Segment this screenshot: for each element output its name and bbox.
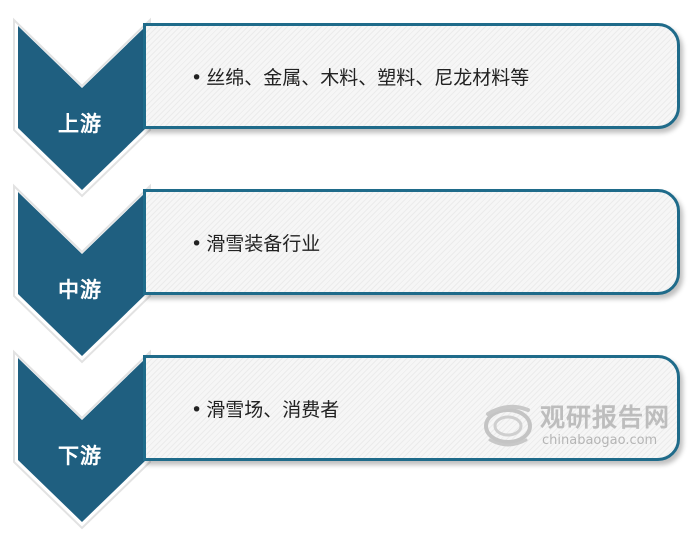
upstream-label: 上游 — [58, 112, 102, 136]
upstream-box: •丝绵、金属、木料、塑料、尼龙材料等 — [143, 23, 680, 129]
upstream-chevron — [0, 8, 160, 208]
downstream-bullet: •滑雪场、消费者 — [191, 395, 339, 422]
watermark-title: 观研报告网 — [540, 403, 671, 432]
bullet-dot: • — [191, 67, 203, 89]
watermark: 观研报告网 chinabaogao.com — [482, 395, 682, 455]
downstream-text: 滑雪场、消费者 — [206, 399, 340, 421]
midstream-box: •滑雪装备行业 — [143, 189, 680, 295]
midstream-label: 中游 — [58, 278, 102, 302]
midstream-bullet: •滑雪装备行业 — [191, 229, 320, 256]
bullet-dot: • — [191, 399, 203, 421]
upstream-bullet: •丝绵、金属、木料、塑料、尼龙材料等 — [191, 63, 529, 90]
midstream-text: 滑雪装备行业 — [206, 233, 321, 255]
upstream-text: 丝绵、金属、木料、塑料、尼龙材料等 — [206, 67, 530, 89]
downstream-label: 下游 — [58, 444, 102, 468]
downstream-box: •滑雪场、消费者 — [143, 355, 680, 461]
watermark-logo-icon — [482, 400, 534, 448]
bullet-dot: • — [191, 233, 203, 255]
downstream-chevron — [0, 340, 160, 540]
watermark-url: chinabaogao.com — [542, 433, 658, 448]
midstream-chevron — [0, 174, 160, 374]
